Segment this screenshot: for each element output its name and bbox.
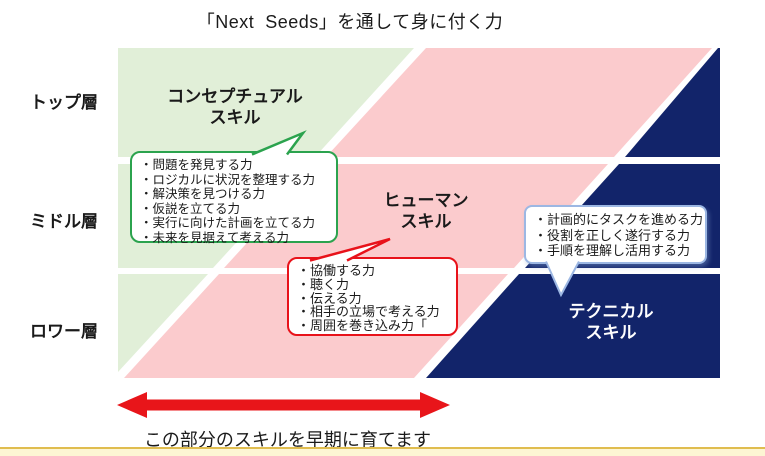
bubble-line: ・役割を正しく遂行する力	[534, 227, 691, 243]
bubble-line: ・計画的にタスクを進める力	[534, 212, 704, 227]
conceptual-area-lower	[118, 274, 208, 372]
bubble-line: ・仮説を立てる力	[140, 201, 241, 216]
bubble-line: ・問題を発見する力	[140, 158, 253, 172]
layer-label-middle: ミドル層	[30, 212, 98, 231]
bubble-line: ・周囲を巻き込み力「	[297, 318, 428, 334]
bubble-line: ・伝える力	[297, 290, 362, 306]
human-skill-label: ヒューマン スキル	[383, 191, 469, 231]
bubble-line: ・聴く力	[297, 276, 350, 292]
bubble-line: ・実行に向けた計画を立てる力	[140, 216, 316, 231]
technical-skill-bubble: ・計画的にタスクを進める力 ・役割を正しく遂行する力 ・手順を理解し活用する力	[524, 205, 707, 264]
arrow-caption: この部分のスキルを早期に育てます	[143, 430, 432, 450]
layer-label-lower: ロワー層	[30, 322, 98, 341]
page-title: 「Next Seeds」を通して身に付く力	[196, 12, 504, 32]
conceptual-skill-label: コンセプチュアル スキル	[167, 87, 303, 127]
bubble-line: ・手順を理解し活用する力	[534, 243, 691, 258]
bubble-line: ・ロジカルに状況を整理する力	[140, 172, 316, 187]
bottom-accent-strip	[0, 447, 765, 456]
bubble-line: ・解決策を見つける力	[140, 187, 266, 202]
bubble-line: ・協働する力	[297, 263, 376, 278]
technical-area-lower	[426, 274, 720, 378]
human-area-top	[326, 48, 712, 157]
conceptual-area-top	[118, 48, 414, 157]
technical-skill-label: テクニカル スキル	[568, 302, 654, 342]
human-skill-bubble: ・協働する力 ・聴く力 ・伝える力 ・相手の立場で考える力 ・周囲を巻き込み力「	[287, 257, 458, 336]
conceptual-skill-bubble: ・問題を発見する力 ・ロジカルに状況を整理する力 ・解決策を見つける力 ・仮説を…	[130, 151, 338, 245]
technical-area-top	[625, 48, 720, 157]
bubble-line: ・未来を見据えて考える力	[140, 230, 290, 245]
bubble-line: ・相手の立場で考える力	[297, 304, 440, 320]
layer-label-top: トップ層	[30, 93, 98, 112]
